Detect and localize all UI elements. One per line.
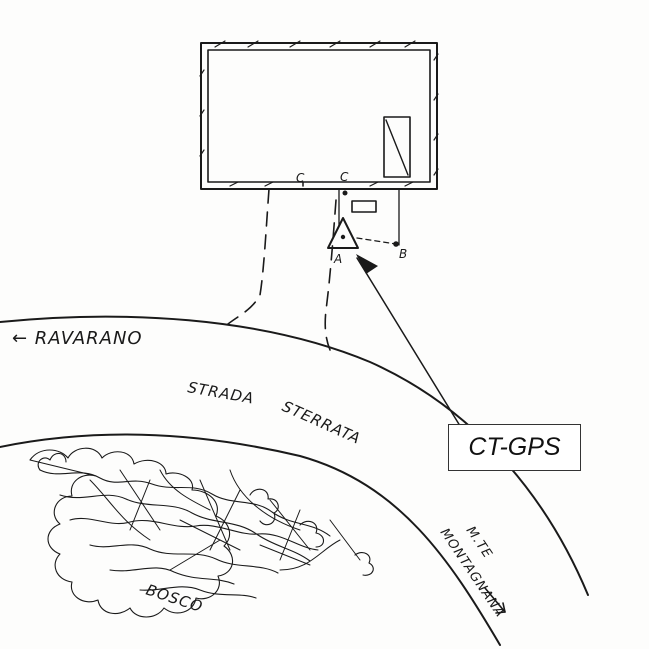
- point-a-label: A: [333, 252, 343, 266]
- station-label: CT-GPS: [468, 433, 561, 461]
- annex: [338, 188, 400, 247]
- station-label-box: CT-GPS: [448, 424, 581, 471]
- road: [0, 315, 589, 646]
- bosco-label: BOSCO: [144, 581, 206, 616]
- interior-box: [383, 116, 411, 178]
- gps-triangle-marker: [327, 217, 359, 249]
- ravarano-label: ← RAVARANO: [12, 328, 143, 349]
- point-c-label-1: C: [296, 171, 305, 185]
- c-markers: [302, 181, 348, 196]
- building: [199, 40, 439, 190]
- sterrata-label: STERRATA: [279, 397, 363, 448]
- strada-label: STRADA: [186, 378, 255, 407]
- leader-arrow: [356, 254, 466, 435]
- dashed-tracks: [227, 188, 337, 351]
- woods-scribble: [29, 447, 374, 618]
- point-b-label: B: [399, 247, 408, 261]
- point-c-label-2: C: [340, 170, 349, 184]
- montagnana-arrow: [484, 587, 506, 614]
